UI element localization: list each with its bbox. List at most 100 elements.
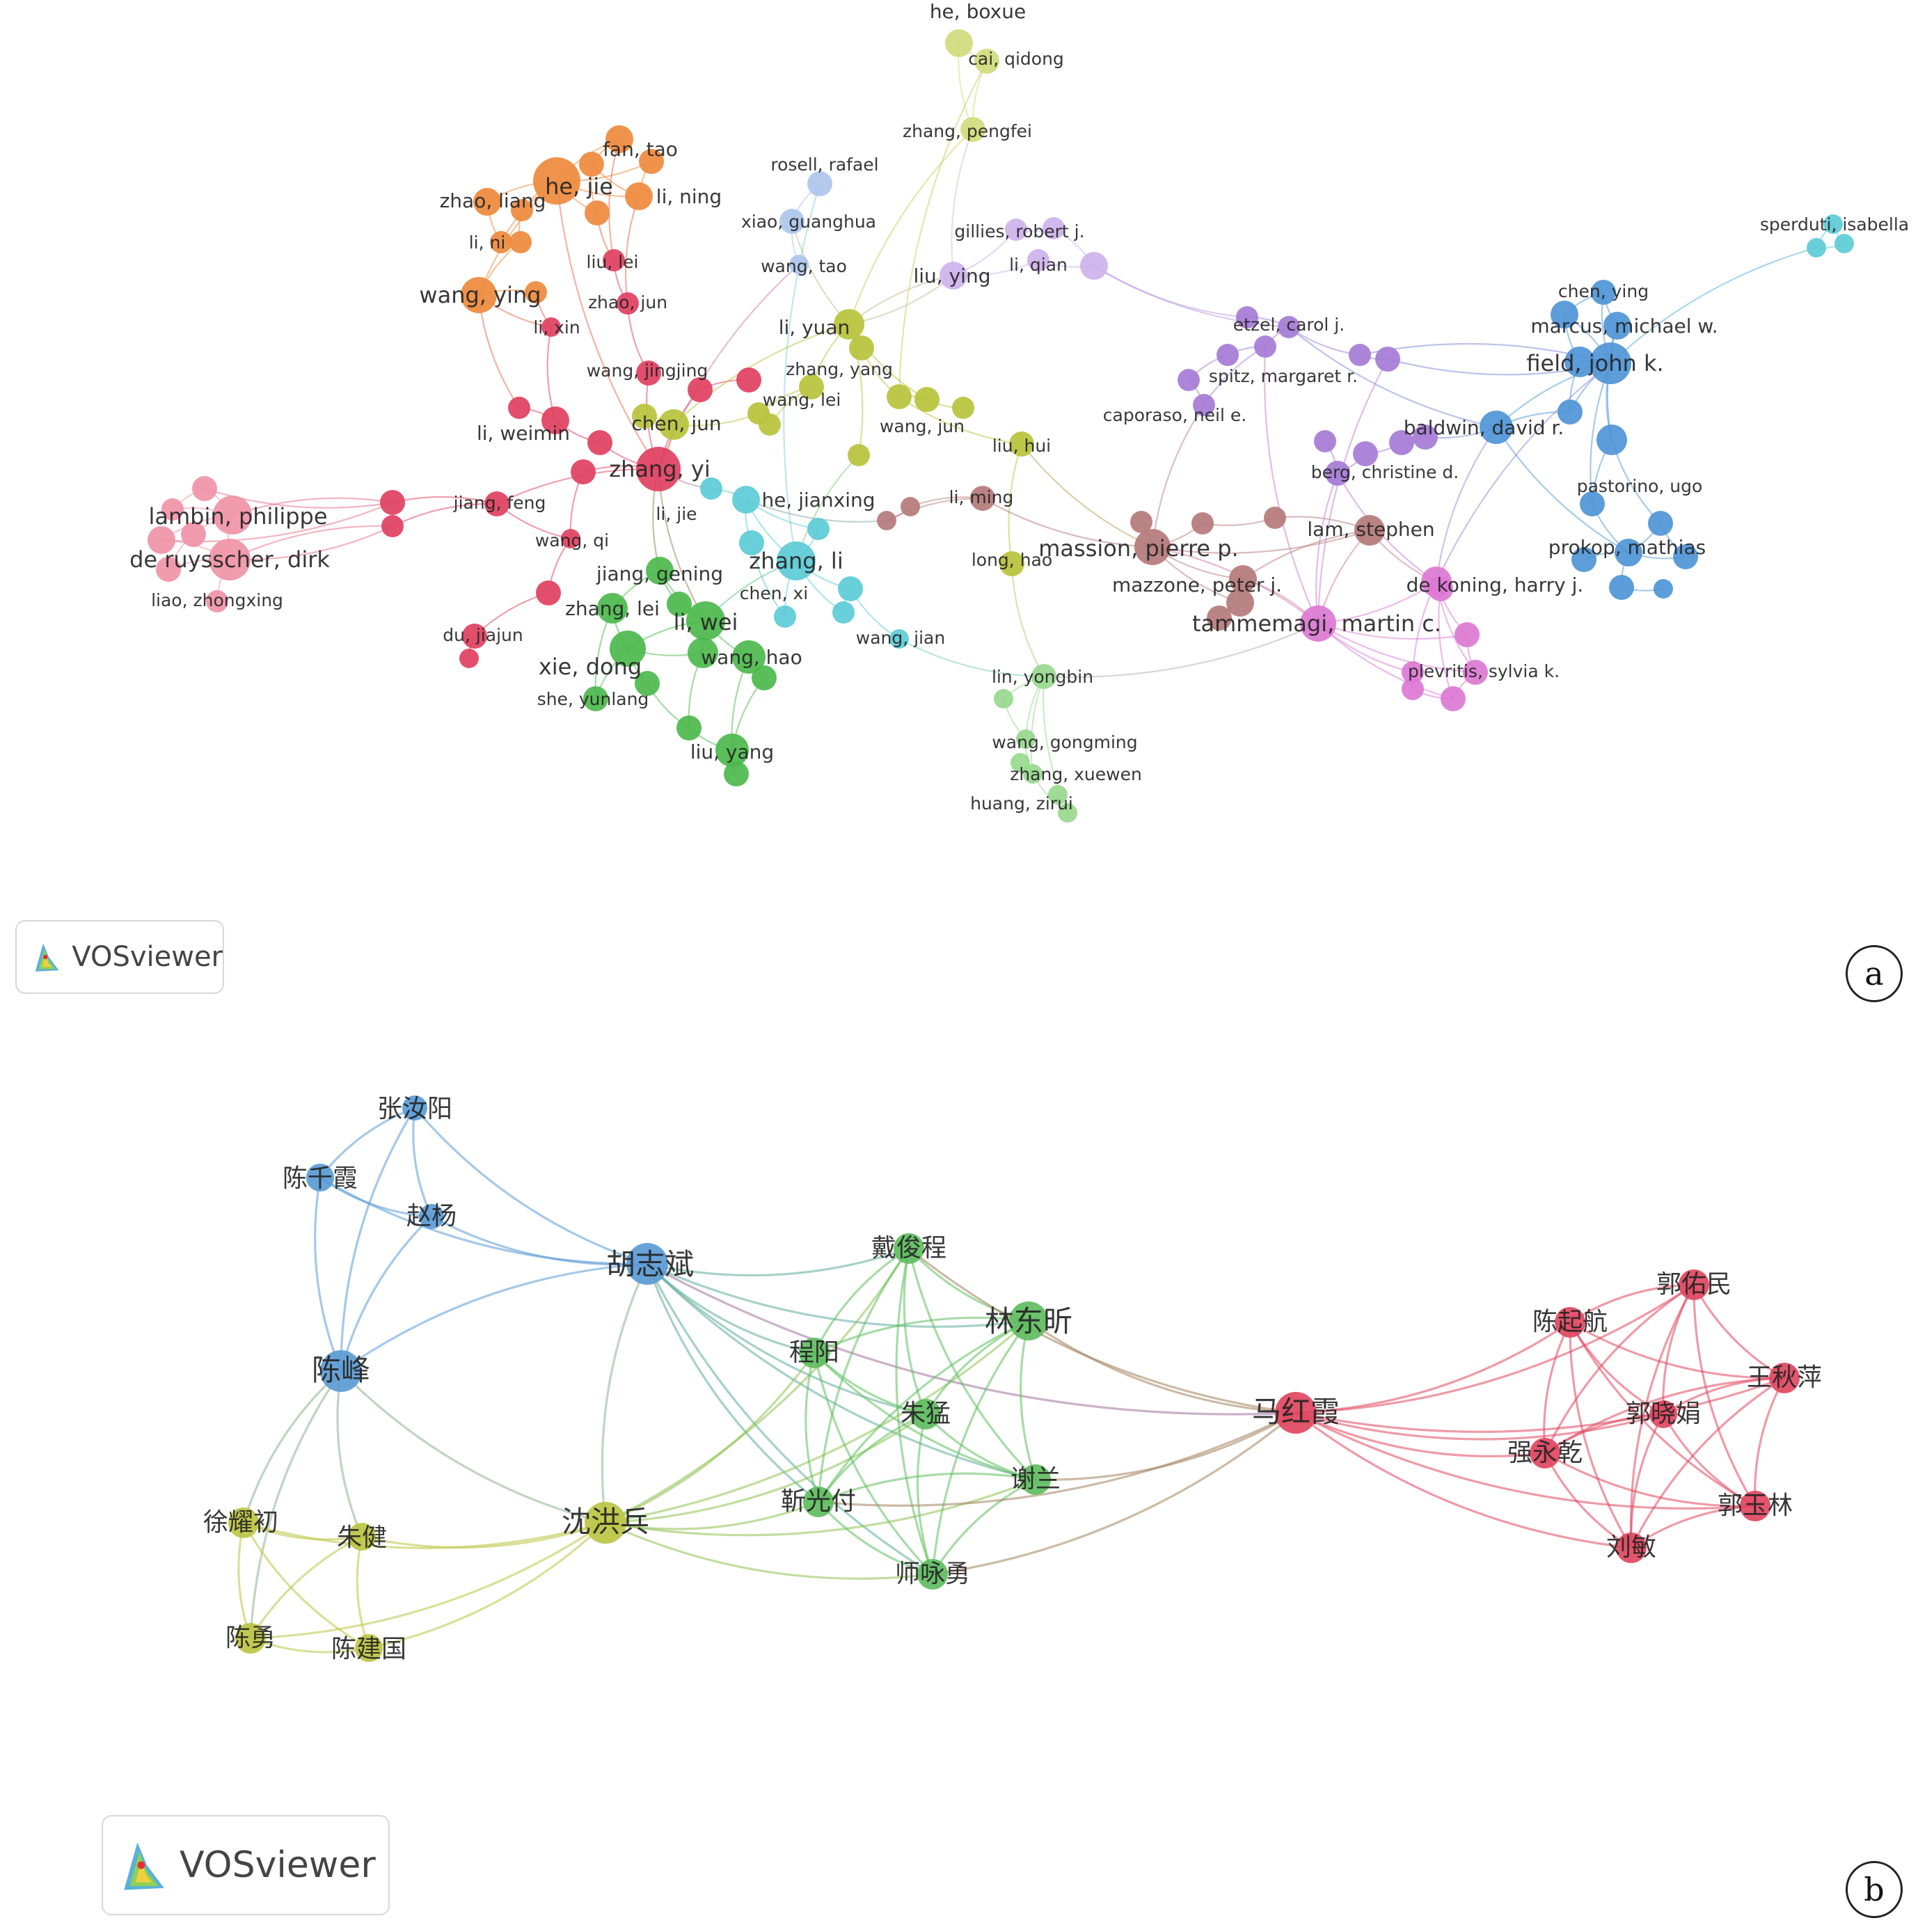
node-pink_e: [156, 557, 181, 582]
node-red_a: [508, 397, 530, 419]
node-chen_qihang: [1555, 1307, 1585, 1338]
node-lambin: [213, 496, 252, 535]
node-label-li_ning: li, ning: [656, 185, 722, 208]
node-xie_dong: [610, 631, 646, 667]
node-label-sperduti: sperduti, isabella: [1760, 214, 1909, 235]
edge-chen_feng-shen_hongbing: [340, 1370, 606, 1524]
node-brown_b: [901, 497, 920, 516]
node-wang_ying: [461, 277, 497, 313]
node-label-cai_qidong: cai, qidong: [968, 49, 1064, 69]
edge-shen_hongbing-dai_juncheng: [605, 1248, 910, 1524]
node-zhao_jun: [617, 292, 639, 315]
node-xie_lan: [1020, 1464, 1051, 1495]
node-cheng_yang: [799, 1338, 830, 1368]
node-label-baldwin: baldwin, david r.: [1404, 416, 1564, 439]
edge-hu_zhibin-jin_guangfu: [646, 1263, 819, 1503]
node-li_ning: [625, 182, 653, 210]
node-label-jin_guangfu: 靳光付: [781, 1487, 856, 1516]
node-red_d: [587, 430, 612, 455]
edge-chen_qihang-guo_yulin: [1569, 1322, 1756, 1507]
node-label-chen_jianguo: 陈建国: [331, 1635, 406, 1663]
node-liao_zhongxing: [206, 590, 228, 612]
node-zhang_lei: [597, 593, 628, 624]
edge-etzel-baldwin: [1288, 326, 1497, 429]
edge-xu_yaochu-shen_hongbing: [243, 1521, 606, 1549]
edge-massion-lam_stephen: [1152, 529, 1370, 554]
node-mag_d: [1402, 678, 1424, 700]
node-chen_jianguo: [355, 1634, 383, 1662]
node-pink_d: [148, 526, 175, 554]
node-label-he_jie: he, jie: [545, 173, 613, 200]
node-label-guo_youmin: 郭佑民: [1656, 1270, 1731, 1299]
node-cyan_a: [739, 530, 764, 555]
node-li_yuan: [834, 309, 864, 340]
node-label-chen_qihang: 陈起航: [1532, 1308, 1608, 1336]
edge-ma_hongxia-liu_min: [1295, 1411, 1632, 1549]
node-label-xie_lan: 谢兰: [1010, 1465, 1061, 1494]
node-label-mazzone: mazzone, peter j.: [1112, 573, 1282, 596]
node-lam_stephen: [1354, 515, 1385, 546]
node-zhao_yang: [419, 1204, 444, 1229]
edge-cheng_yang-xie_lan: [813, 1352, 1036, 1481]
node-mag_e: [1428, 576, 1453, 601]
edge-lilac_a-purple_a: [1093, 265, 1248, 319]
node-label-liu_ying: liu, ying: [914, 264, 991, 287]
node-caporaso: [1193, 394, 1215, 416]
edge-de_ruysscher-red_g: [229, 525, 393, 561]
node-chen_qianxia: [306, 1164, 334, 1191]
edge-zhao_yang-chen_feng: [340, 1215, 433, 1372]
edge-dai_juncheng-xie_lan: [908, 1248, 1037, 1481]
node-liu_ying: [940, 262, 967, 290]
node-chen_xi: [774, 605, 796, 628]
node-red_b: [688, 377, 713, 402]
node-label-field: field, john k.: [1526, 350, 1663, 377]
edge-field-de_koning: [1436, 363, 1611, 583]
edge-mag_e-mag_c: [1438, 588, 1455, 699]
edge-cheng_yang-jin_guangfu: [805, 1352, 820, 1503]
edge-xie_lan-jin_guangfu: [818, 1472, 1036, 1503]
edge-hu_zhibin-shen_hongbing: [601, 1263, 649, 1523]
node-zhang_li: [777, 541, 816, 580]
edge-guo_youmin-wang_qiuping: [1693, 1284, 1785, 1379]
edge-zhang_pengfei-liu_ying: [951, 129, 974, 276]
node-label-chen_jun: chen, jun: [631, 412, 721, 435]
node-label-zhang_li: zhang, li: [749, 548, 843, 574]
vosviewer-logo-icon: [124, 1842, 164, 1890]
node-wang_hao: [732, 640, 766, 674]
node-label-zhao_yang: 赵杨: [406, 1202, 457, 1230]
node-label-lam_stephen: lam, stephen: [1307, 518, 1434, 541]
node-label-du_jiajun: du, jiajun: [443, 625, 523, 645]
node-label-zhao_jun: zhao, jun: [588, 292, 667, 312]
edge-shen_hongbing-jin_guangfu: [605, 1501, 819, 1530]
node-label-wang_hao: wang, hao: [701, 646, 802, 669]
node-label-wang_lei: wang, lei: [763, 390, 841, 410]
node-wang_jingjing: [636, 361, 661, 386]
node-label-huang_zirui: huang, zirui: [970, 793, 1073, 814]
edge-dai_juncheng-cheng_yang: [813, 1247, 910, 1354]
edge-li_yuan-chen_jun: [673, 323, 850, 425]
node-marcus: [1603, 312, 1631, 340]
panel-b-labels: 张汝阳陈千霞赵杨胡志斌陈峰徐耀初朱健沈洪兵陈勇陈建国戴俊程林东昕程阳朱猛谢兰靳光…: [203, 1095, 1822, 1663]
node-label-etzel: etzel, carol j.: [1233, 315, 1345, 335]
edge-lilac_a-etzel: [1093, 265, 1290, 328]
node-label-gillies: gillies, robert j.: [954, 221, 1084, 242]
panel-tag-b: b: [1846, 1861, 1903, 1918]
node-label-zhu_jian: 朱健: [337, 1523, 387, 1552]
node-label-zhang_pengfei: zhang, pengfei: [903, 121, 1032, 141]
edge-zhu_jian-shen_hongbing: [361, 1521, 606, 1549]
node-lilac_a: [1080, 252, 1108, 280]
node-blue_g: [1571, 547, 1596, 572]
node-label-li_xin: li, xin: [533, 317, 580, 338]
node-ma_hongxia: [1275, 1392, 1317, 1434]
node-label-li_wei: li, wei: [674, 609, 738, 635]
edge-shen_hongbing-xie_lan: [605, 1478, 1036, 1537]
edge-jin_guangfu-shi_yongyong: [817, 1501, 933, 1576]
vosviewer-label-a: VOSviewer: [72, 941, 223, 973]
edge-lin_yongbin-zhang_xuewen: [1030, 676, 1045, 775]
node-qiang_yongqian: [1530, 1438, 1560, 1468]
node-purple_d: [1349, 344, 1371, 366]
node-zhao_liang: [473, 188, 501, 216]
node-label-jiang_gening: jiang, gening: [596, 562, 723, 585]
node-li_weimin: [541, 406, 569, 434]
